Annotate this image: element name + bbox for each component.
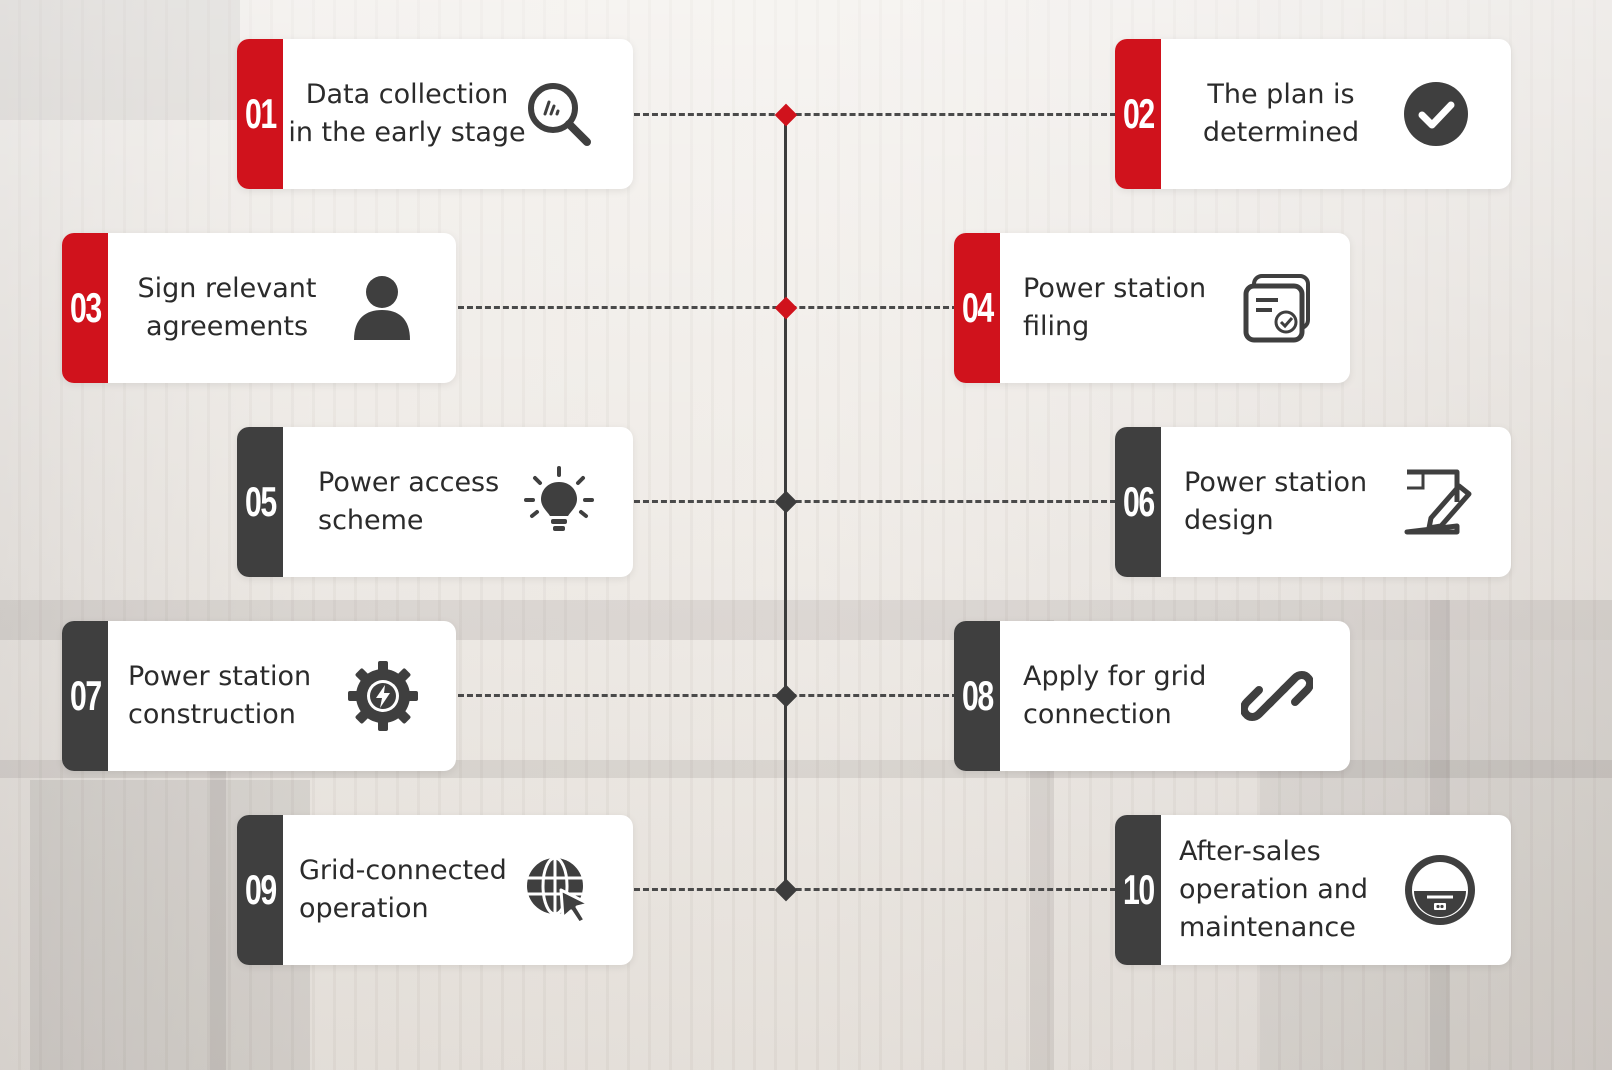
step-card-05: 05 Power access scheme (237, 427, 633, 577)
edit-document-icon (1404, 469, 1472, 535)
step-card-07: 07 Power station construction (62, 621, 456, 771)
robot-vacuum-icon (1405, 855, 1475, 925)
step-number: 01 (237, 39, 283, 189)
step-number: 07 (62, 621, 108, 771)
step-number: 08 (954, 621, 1000, 771)
step-number: 05 (237, 427, 283, 577)
step-label: Power access scheme (318, 467, 500, 536)
connector-line (458, 694, 958, 697)
step-number: 10 (1115, 815, 1161, 965)
step-number: 04 (954, 233, 1000, 383)
check-circle-icon (1404, 82, 1468, 146)
step-card-03: 03 Sign relevant agreements (62, 233, 456, 383)
search-chart-icon (528, 83, 591, 146)
step-card-08: 08 Apply for grid connection (954, 621, 1350, 771)
step-label: The plan is determined (1202, 79, 1360, 148)
lightbulb-icon (524, 466, 594, 531)
gear-lightning-icon (348, 661, 418, 731)
step-number: 06 (1115, 427, 1161, 577)
connector-line (634, 500, 1116, 503)
step-label: Power station design (1184, 467, 1368, 536)
step-label: Grid-connected operation (299, 855, 507, 924)
step-label: Power station filing (1023, 273, 1207, 342)
step-card-04: 04 Power station filing (954, 233, 1350, 383)
connector-line (634, 888, 1116, 891)
step-label: Sign relevant agreements (137, 273, 317, 342)
step-number: 03 (62, 233, 108, 383)
step-card-01: 01 Data collection in the early stage (237, 39, 633, 189)
step-card-10: 10 After-sales operation and maintenance (1115, 815, 1511, 965)
step-label: Power station construction (128, 661, 312, 730)
step-number: 02 (1115, 39, 1161, 189)
connector-line (458, 306, 958, 309)
step-label: After-sales operation and maintenance (1179, 836, 1369, 943)
step-number: 09 (237, 815, 283, 965)
step-card-09: 09 Grid-connected operation (237, 815, 633, 965)
step-card-06: 06 Power station design (1115, 427, 1511, 577)
step-label: Apply for grid connection (1023, 661, 1207, 730)
user-icon (354, 276, 410, 340)
step-card-02: 02 The plan is determined (1115, 39, 1511, 189)
step-label: Data collection in the early stage (288, 79, 526, 148)
connector-line (634, 113, 1116, 116)
link-icon (1241, 671, 1313, 721)
globe-cursor-icon (527, 856, 591, 925)
document-check-icon (1243, 274, 1310, 343)
